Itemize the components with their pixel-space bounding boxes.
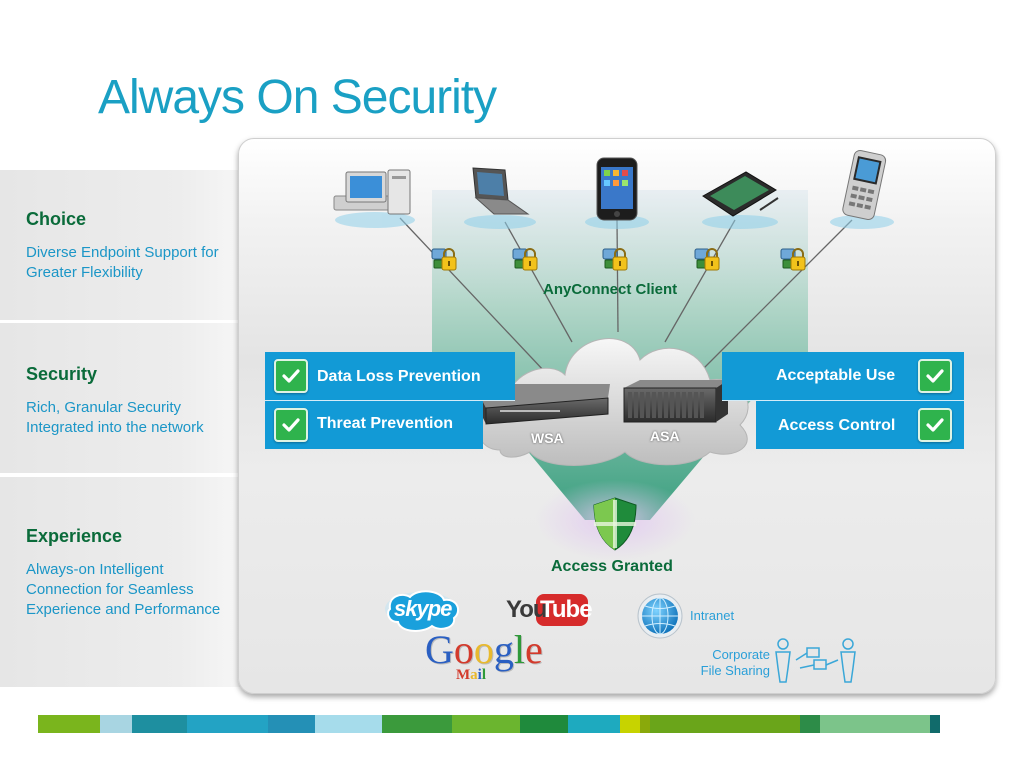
feature-acceptable-use: Acceptable Use bbox=[776, 367, 896, 384]
sidebar-title-experience: Experience bbox=[26, 526, 123, 546]
youtube-you-label: You bbox=[506, 596, 548, 623]
file-sharing-line2: File Sharing bbox=[700, 663, 770, 678]
laptop-icon bbox=[472, 167, 530, 215]
strip-segment bbox=[38, 715, 100, 733]
line-tablet bbox=[664, 219, 736, 343]
lock-icon bbox=[602, 248, 628, 271]
youtube-logo bbox=[536, 594, 588, 626]
skype-logo bbox=[385, 590, 460, 632]
strip-segment bbox=[640, 715, 650, 733]
strip-segment bbox=[452, 715, 520, 733]
slide-title: Always On Security bbox=[98, 71, 497, 124]
intranet-label: Intranet bbox=[690, 608, 735, 623]
file-sharing-line1: Corporate bbox=[712, 647, 770, 662]
file-sharing-icon bbox=[775, 638, 856, 683]
strip-segment bbox=[930, 715, 940, 733]
asa-server-icon bbox=[623, 380, 728, 423]
sidebar-desc-security: Rich, Granular Security Integrated into … bbox=[26, 399, 204, 436]
strip-segment bbox=[520, 715, 568, 733]
lock-icon bbox=[780, 248, 806, 271]
wsa-label: WSA bbox=[531, 430, 564, 446]
strip-segment bbox=[620, 715, 640, 733]
strip-segment bbox=[650, 715, 800, 733]
check-icon bbox=[918, 408, 952, 442]
lock-icon bbox=[431, 248, 457, 271]
line-desktop bbox=[399, 217, 546, 373]
strip-segment bbox=[132, 715, 187, 733]
feature-data-loss-prevention: Data Loss Prevention bbox=[317, 368, 481, 385]
left-band-divider bbox=[265, 400, 515, 401]
right-band-divider bbox=[722, 400, 964, 401]
asa-label: ASA bbox=[650, 428, 680, 444]
strip-segment bbox=[568, 715, 620, 733]
file-sharing-label: Corporate File Sharing bbox=[696, 647, 770, 679]
skype-label: skype bbox=[394, 596, 452, 621]
line-mobile bbox=[699, 219, 853, 373]
sidebar-title-security: Security bbox=[26, 364, 98, 384]
strip-segment bbox=[315, 715, 382, 733]
desktop-pc-icon bbox=[333, 169, 411, 215]
strip-segment bbox=[382, 715, 452, 733]
strip-segment bbox=[268, 715, 315, 733]
sidebar-title-choice: Choice bbox=[26, 209, 87, 229]
sidebar-desc-experience: Always-on Intelligent Connection for Sea… bbox=[26, 561, 221, 618]
lock-icon bbox=[694, 248, 720, 271]
line-smartphone bbox=[616, 219, 619, 333]
strip-segment bbox=[800, 715, 820, 733]
feature-threat-prevention: Threat Prevention bbox=[317, 415, 454, 432]
strip-segment bbox=[100, 715, 132, 733]
connection-lines bbox=[399, 217, 853, 373]
lock-icon bbox=[512, 248, 538, 271]
access-granted-label: Access Granted bbox=[551, 558, 673, 575]
strip-segment bbox=[187, 715, 268, 733]
google-logo: Google bbox=[425, 628, 543, 672]
tablet-icon bbox=[702, 171, 779, 217]
smartphone-icon bbox=[596, 157, 638, 221]
check-icon bbox=[918, 359, 952, 393]
gmail-logo: Mail bbox=[456, 667, 486, 684]
mobile-phone-icon bbox=[842, 150, 887, 221]
feature-access-control: Access Control bbox=[778, 417, 896, 434]
sidebar-desc-choice: Diverse Endpoint Support for Greater Fle… bbox=[26, 244, 219, 281]
globe-icon bbox=[637, 593, 683, 639]
google-label: Google bbox=[425, 627, 543, 672]
check-icon bbox=[274, 408, 308, 442]
lock-icons bbox=[431, 248, 806, 271]
line-laptop bbox=[504, 221, 573, 343]
anyconnect-client-label: AnyConnect Client bbox=[543, 281, 678, 298]
gmail-label: Mail bbox=[456, 667, 487, 683]
strip-segment bbox=[820, 715, 930, 733]
shield-icon bbox=[593, 497, 637, 551]
youtube-tube-label: Tube bbox=[540, 596, 593, 623]
check-icon bbox=[274, 359, 308, 393]
